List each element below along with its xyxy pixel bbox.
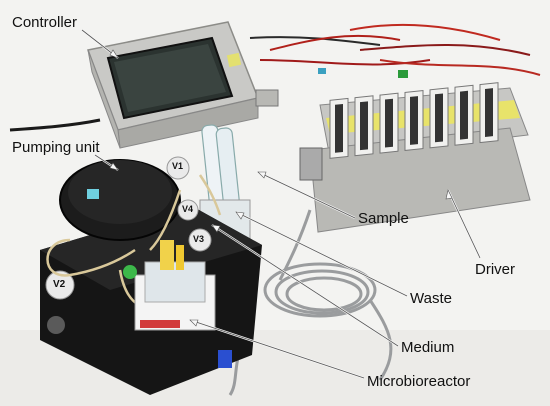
power-cable [9, 118, 101, 132]
label-medium: Medium [401, 339, 455, 356]
pump-marking-v2: V2 [53, 279, 66, 290]
controller-device [86, 21, 279, 149]
pump-sticker [87, 189, 99, 199]
label-microbioreactor: Microbioreactor [367, 373, 471, 390]
microbioreactor [123, 240, 232, 368]
controller-sticker [226, 52, 242, 68]
driver-rack [299, 82, 531, 233]
label-pumping-unit: Pumping unit [12, 139, 100, 156]
pump-marking-v3: V3 [193, 234, 205, 244]
label-waste: Waste [410, 290, 452, 307]
label-controller: Controller [12, 14, 78, 31]
pump-marking-v4: V4 [182, 204, 194, 214]
controller-connector [255, 89, 279, 107]
label-sample: Sample [358, 210, 409, 227]
label-driver: Driver [475, 261, 515, 278]
pump-marking-v1: V1 [172, 161, 184, 171]
